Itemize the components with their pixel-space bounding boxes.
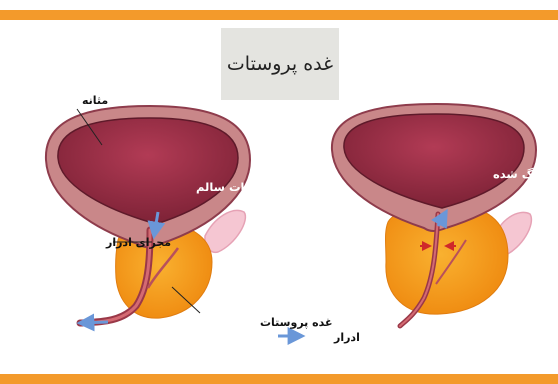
label-urethra: مجرای ادرار [105,236,171,249]
urine-exit-arrow-icon [80,322,108,323]
label-prostate-gland: غده پروستات [260,316,333,329]
label-healthy-prostate: پروستات سالم [196,180,279,195]
label-enlarged-prostate: پروستات بزرگ شده [493,167,558,182]
enlarged-diagram [332,104,536,326]
label-urine: ادرار [333,331,360,344]
label-bladder: مثانه [82,94,108,107]
healthy-diagram [46,106,250,323]
